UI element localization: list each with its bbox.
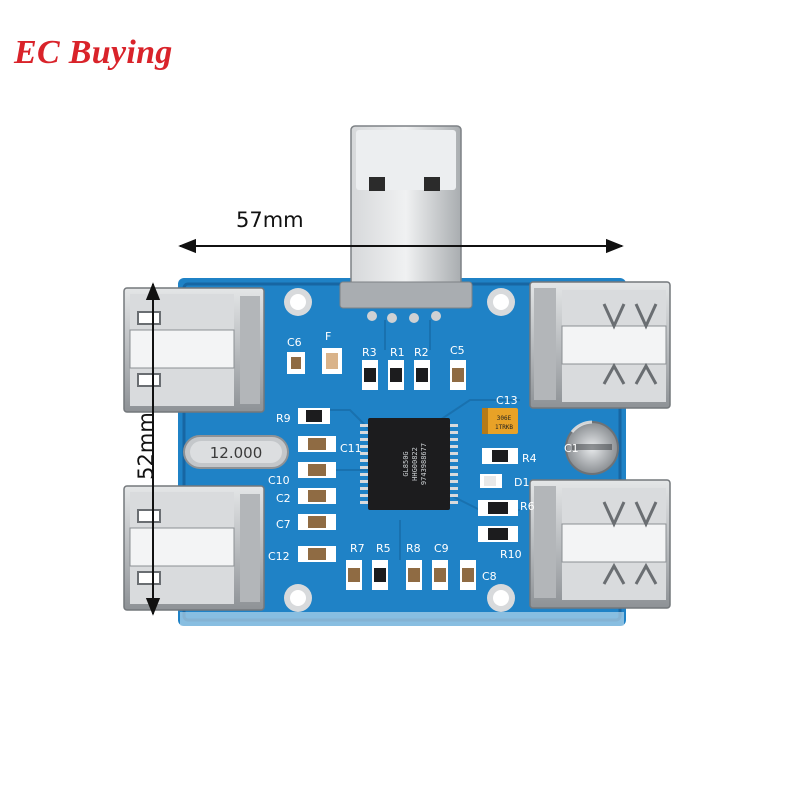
label-c6: C6 <box>287 336 302 349</box>
mounting-hole <box>284 584 312 612</box>
chip-marking-line3: 9743988677 <box>420 443 428 485</box>
label-r9: R9 <box>276 412 291 425</box>
label-r8: R8 <box>406 542 421 555</box>
label-c5: C5 <box>450 344 465 357</box>
label-f: F <box>325 330 331 343</box>
label-r1: R1 <box>390 346 405 359</box>
usb-port-right-top <box>529 281 671 409</box>
brand-logo: EC Buying <box>14 34 173 71</box>
label-c11: C11 <box>340 442 362 455</box>
electrolytic-capacitor <box>565 420 619 475</box>
label-r4: R4 <box>522 452 537 465</box>
label-r7: R7 <box>350 542 365 555</box>
label-r6: R6 <box>520 500 535 513</box>
label-c8: C8 <box>482 570 497 583</box>
usb-port-right-bottom <box>529 479 671 609</box>
label-r2: R2 <box>414 346 429 359</box>
silkscreen-labels: C6 F R3 R1 R2 C5 R9 C11 C10 C2 C7 C12 R7… <box>268 330 579 583</box>
label-r3: R3 <box>362 346 377 359</box>
mounting-hole <box>487 584 515 612</box>
label-c13: C13 <box>496 394 518 407</box>
crystal-oscillator: 12.000 <box>183 435 289 469</box>
label-r5: R5 <box>376 542 391 555</box>
label-c2: C2 <box>276 492 291 505</box>
tantalum-label: 306E <box>497 415 512 422</box>
label-c10: C10 <box>268 474 290 487</box>
smd-components <box>287 348 518 590</box>
chip-marking-line2: HHG00822 <box>411 447 419 481</box>
label-c12: C12 <box>268 550 290 563</box>
mounting-hole <box>284 288 312 316</box>
usb-male-plug <box>339 125 473 323</box>
hub-controller-chip: GL850G HHG00822 9743988677 <box>360 418 458 510</box>
width-dimension-label: 57mm <box>236 208 304 232</box>
label-c9: C9 <box>434 542 449 555</box>
tantalum-capacitor: 306E 1TRKB <box>482 408 518 434</box>
label-c7: C7 <box>276 518 291 531</box>
label-c1: C1 <box>564 442 579 455</box>
mounting-hole <box>487 288 515 316</box>
chip-marking-line1: GL850G <box>402 451 410 476</box>
tantalum-sublabel: 1TRKB <box>495 424 513 431</box>
label-d1: D1 <box>514 476 529 489</box>
usb-port-left-bottom <box>123 485 265 611</box>
usb-port-left-top <box>123 287 265 413</box>
crystal-label: 12.000 <box>210 444 263 462</box>
label-r10: R10 <box>500 548 522 561</box>
